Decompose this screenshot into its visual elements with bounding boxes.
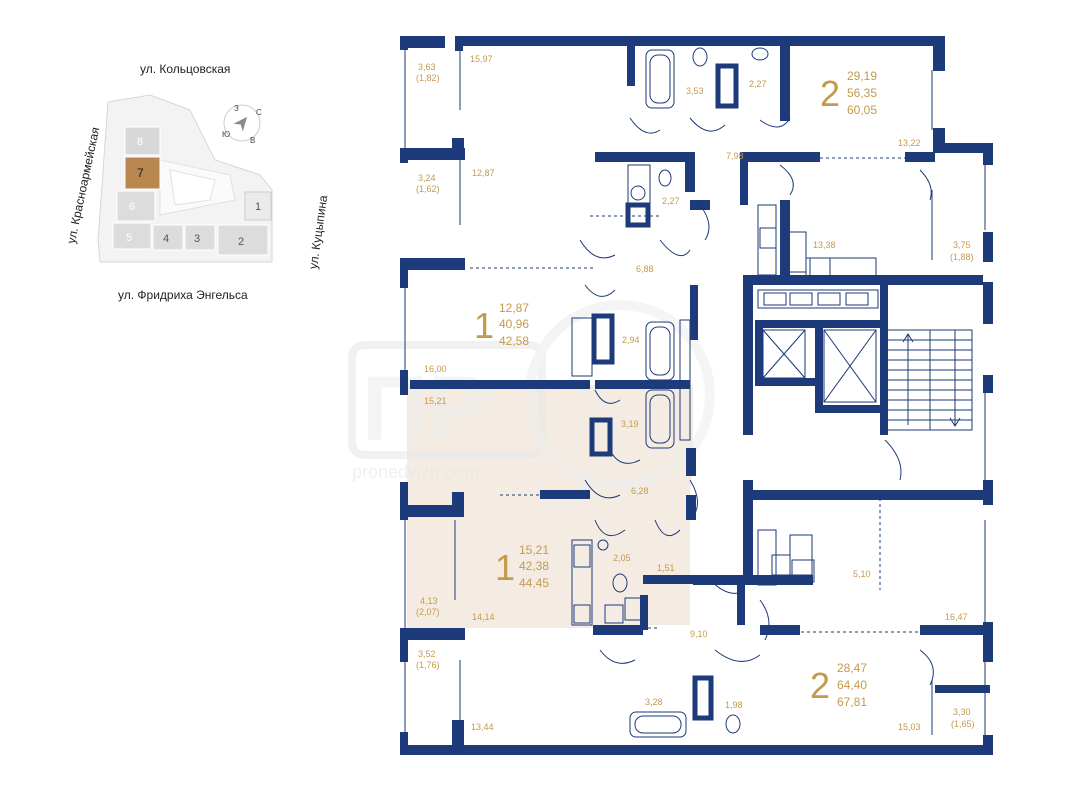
structural-walls bbox=[400, 36, 993, 755]
site-minimap: 8 7 6 5 4 3 2 1 С В Ю З bbox=[97, 94, 273, 263]
svg-text:15,21: 15,21 bbox=[424, 396, 447, 406]
svg-text:28,47: 28,47 bbox=[837, 661, 867, 675]
building-3[interactable] bbox=[184, 224, 216, 251]
building-7[interactable] bbox=[124, 156, 161, 190]
street-top-label: ул. Кольцовская bbox=[140, 62, 231, 76]
svg-text:67,81: 67,81 bbox=[837, 695, 867, 709]
svg-text:5,10: 5,10 bbox=[853, 569, 871, 579]
svg-text:2: 2 bbox=[820, 73, 840, 114]
svg-text:2,94: 2,94 bbox=[622, 335, 640, 345]
building-4[interactable] bbox=[152, 224, 184, 251]
svg-text:9,10: 9,10 bbox=[690, 629, 708, 639]
svg-text:64,40: 64,40 bbox=[837, 678, 867, 692]
svg-text:8: 8 bbox=[137, 136, 143, 148]
watermark: ПР pronedvizh.com bbox=[348, 300, 715, 490]
svg-text:Ю: Ю bbox=[222, 130, 230, 139]
svg-text:7: 7 bbox=[137, 166, 144, 180]
svg-text:14,14: 14,14 bbox=[472, 612, 495, 622]
building-1[interactable] bbox=[244, 191, 272, 221]
svg-text:12,87: 12,87 bbox=[472, 168, 495, 178]
building-6[interactable] bbox=[116, 190, 156, 222]
svg-text:З: З bbox=[234, 104, 239, 113]
svg-text:1,98: 1,98 bbox=[725, 700, 743, 710]
svg-text:12,87: 12,87 bbox=[499, 301, 529, 315]
svg-text:5: 5 bbox=[126, 232, 132, 244]
svg-text:1: 1 bbox=[255, 201, 261, 213]
svg-text:(1,88): (1,88) bbox=[950, 252, 974, 262]
svg-text:15,97: 15,97 bbox=[470, 54, 493, 64]
svg-text:(2,07): (2,07) bbox=[416, 607, 440, 617]
apartment-label-a[interactable]: 2 29,19 56,35 60,05 bbox=[820, 69, 877, 117]
svg-text:4: 4 bbox=[163, 233, 169, 245]
svg-text:40,96: 40,96 bbox=[499, 317, 529, 331]
svg-text:3,75: 3,75 bbox=[953, 240, 971, 250]
svg-text:16,00: 16,00 bbox=[424, 364, 447, 374]
svg-text:15,03: 15,03 bbox=[898, 722, 921, 732]
svg-text:29,19: 29,19 bbox=[847, 69, 877, 83]
svg-text:3,53: 3,53 bbox=[686, 86, 704, 96]
svg-text:3,30: 3,30 bbox=[953, 707, 971, 717]
svg-text:6,28: 6,28 bbox=[631, 486, 649, 496]
apartment-label-b[interactable]: 1 12,87 40,96 42,58 bbox=[474, 301, 529, 348]
building-8[interactable] bbox=[124, 126, 161, 156]
svg-text:42,38: 42,38 bbox=[519, 559, 549, 573]
svg-text:56,35: 56,35 bbox=[847, 86, 877, 100]
svg-text:13,44: 13,44 bbox=[471, 722, 494, 732]
svg-text:2,27: 2,27 bbox=[749, 79, 767, 89]
apartment-label-c-selected[interactable]: 1 15,21 42,38 44,45 bbox=[495, 543, 549, 590]
room-area-labels: 3,63 (1,82) 15,97 3,53 2,27 13,22 7,98 3… bbox=[416, 54, 975, 732]
svg-text:1,51: 1,51 bbox=[657, 563, 675, 573]
building-2[interactable] bbox=[217, 224, 269, 256]
svg-text:44,45: 44,45 bbox=[519, 576, 549, 590]
svg-text:16,47: 16,47 bbox=[945, 612, 968, 622]
compass-icon: С В Ю З bbox=[222, 104, 262, 145]
svg-text:3: 3 bbox=[194, 233, 200, 245]
svg-text:6,88: 6,88 bbox=[636, 264, 654, 274]
svg-text:2,27: 2,27 bbox=[662, 196, 680, 206]
svg-text:13,38: 13,38 bbox=[813, 240, 836, 250]
building-5[interactable] bbox=[112, 222, 152, 250]
selected-apartment-highlight bbox=[407, 385, 693, 628]
svg-text:(1,65): (1,65) bbox=[951, 719, 975, 729]
svg-text:ПР: ПР bbox=[362, 358, 490, 460]
svg-text:(1,76): (1,76) bbox=[416, 660, 440, 670]
svg-text:13,22: 13,22 bbox=[898, 138, 921, 148]
svg-text:2: 2 bbox=[238, 236, 244, 248]
svg-text:pronedvizh.com: pronedvizh.com bbox=[352, 462, 479, 482]
svg-text:6: 6 bbox=[129, 201, 135, 213]
svg-text:4,13: 4,13 bbox=[420, 596, 438, 606]
svg-text:2,05: 2,05 bbox=[613, 553, 631, 563]
svg-text:(1,62): (1,62) bbox=[416, 184, 440, 194]
svg-text:60,05: 60,05 bbox=[847, 103, 877, 117]
svg-text:2: 2 bbox=[810, 665, 830, 706]
svg-text:1: 1 bbox=[495, 547, 515, 588]
street-bottom-label: ул. Фридриха Энгельса bbox=[118, 288, 248, 302]
svg-text:7,98: 7,98 bbox=[726, 151, 744, 161]
svg-text:15,21: 15,21 bbox=[519, 543, 549, 557]
svg-text:(1,82): (1,82) bbox=[416, 73, 440, 83]
svg-text:3,52: 3,52 bbox=[418, 649, 436, 659]
svg-text:3,63: 3,63 bbox=[418, 62, 436, 72]
svg-text:42,58: 42,58 bbox=[499, 334, 529, 348]
staircase bbox=[886, 329, 973, 431]
svg-text:3,28: 3,28 bbox=[645, 697, 663, 707]
svg-text:С: С bbox=[256, 108, 262, 117]
svg-text:В: В bbox=[250, 136, 255, 145]
svg-text:3,19: 3,19 bbox=[621, 419, 639, 429]
apartment-label-d[interactable]: 2 28,47 64,40 67,81 bbox=[810, 661, 867, 709]
svg-text:1: 1 bbox=[474, 305, 494, 346]
svg-text:3,24: 3,24 bbox=[418, 173, 436, 183]
